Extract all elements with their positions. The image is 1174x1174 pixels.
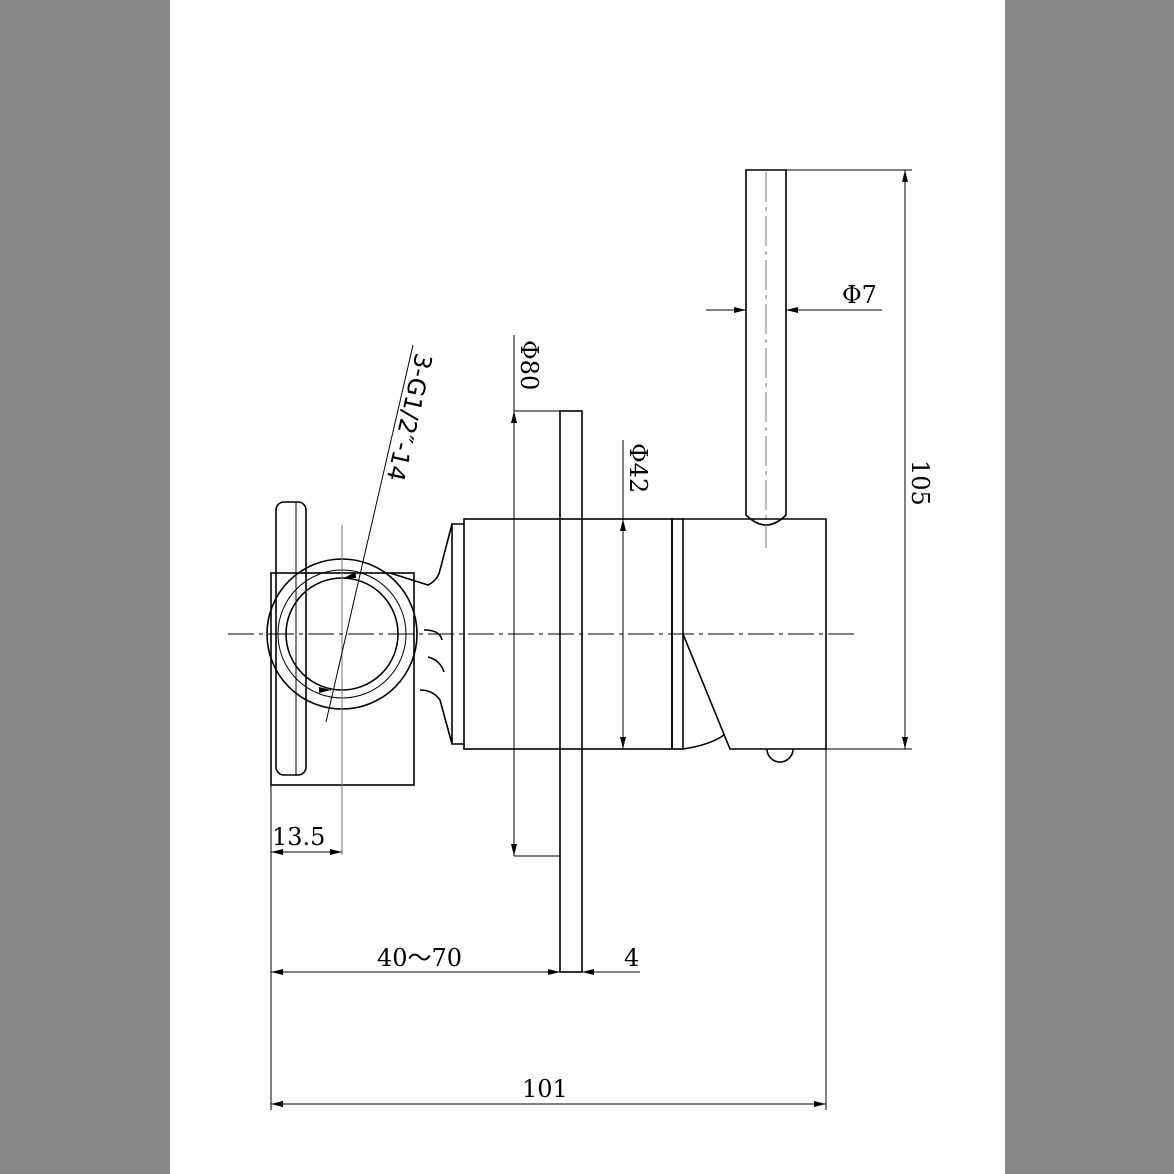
dimension-overall-length: 101 <box>271 749 827 1110</box>
body-diameter-label: Φ42 <box>624 443 652 493</box>
thread-label: 3-G1/2″-14 <box>381 351 438 484</box>
dimension-wall-depth: 40～70 <box>271 944 560 975</box>
valve-body <box>389 410 827 973</box>
wall-depth-label: 40～70 <box>377 944 462 972</box>
dimension-plate-thickness: 4 <box>582 944 640 975</box>
handle-lever <box>745 169 787 548</box>
overall-length-label: 101 <box>522 1075 568 1103</box>
offset-label: 13.5 <box>272 823 325 851</box>
plate-diameter-label: Φ80 <box>515 340 543 390</box>
dimension-thread: 3-G1/2″-14 <box>319 344 438 723</box>
dimension-handle-diameter: Φ7 <box>706 281 882 313</box>
dimension-plate-diameter: Φ80 <box>511 335 560 857</box>
plate-thickness-label: 4 <box>624 944 639 972</box>
dimension-body-diameter: Φ42 <box>620 440 652 749</box>
drawing-sheet <box>170 0 1005 1174</box>
height-label: 105 <box>906 460 934 506</box>
handle-diameter-label: Φ7 <box>842 281 877 309</box>
dimension-offset: 13.5 <box>270 785 342 1110</box>
dimension-height: 105 <box>786 169 934 750</box>
inlet-fitting <box>266 501 418 855</box>
